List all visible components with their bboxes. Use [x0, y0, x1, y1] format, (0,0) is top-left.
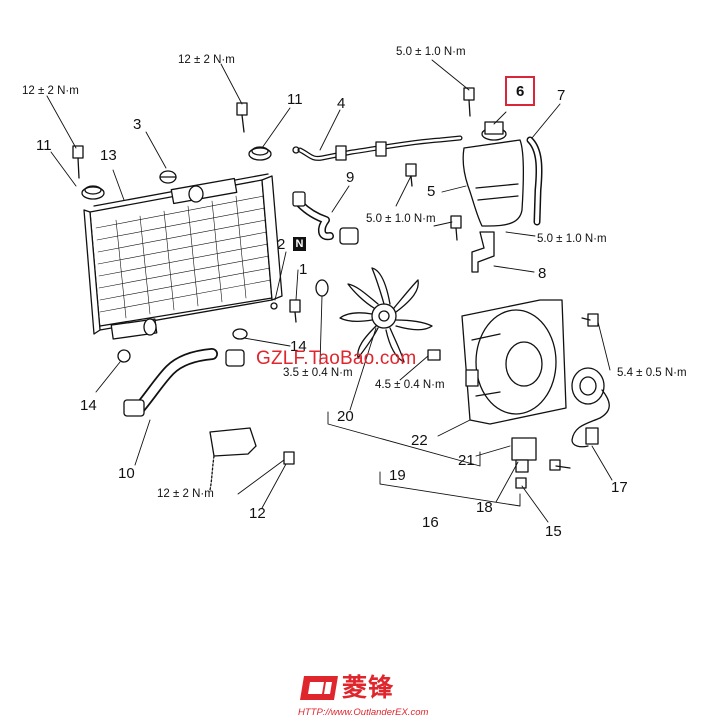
callout-11-left: 11 — [36, 137, 52, 154]
callout-17: 17 — [611, 479, 628, 496]
callout-3: 3 — [133, 116, 142, 133]
callout-12: 12 — [249, 505, 266, 522]
torque-top-left: 12 ± 2 N·m — [22, 85, 79, 97]
torque-fan-motor: 4.5 ± 0.4 N·m — [375, 379, 445, 391]
watermark-text: GZLF.TaoBao.com — [256, 348, 417, 369]
callout-13: 13 — [100, 147, 117, 164]
n-marker: N — [293, 237, 306, 251]
callout-15: 15 — [545, 523, 562, 540]
callout-11-top: 11 — [287, 91, 303, 108]
callout-9: 9 — [346, 169, 355, 186]
callout-5: 5 — [427, 183, 436, 200]
callout-16: 16 — [422, 514, 439, 531]
callout-2: 2 — [277, 236, 286, 253]
torque-tank-right: 5.0 ± 1.0 N·m — [537, 233, 607, 245]
logo-text: 菱锋 — [342, 673, 395, 702]
radiator — [83, 173, 283, 340]
callout-14-left: 14 — [80, 397, 97, 414]
callout-7: 7 — [557, 87, 566, 104]
radiator-cap-left — [81, 186, 105, 200]
fan — [339, 267, 433, 363]
callout-20: 20 — [337, 408, 354, 425]
torque-tank-top: 5.0 ± 1.0 N·m — [396, 46, 466, 58]
callout-22: 22 — [411, 432, 428, 449]
callout-21: 21 — [458, 452, 475, 469]
callout-18: 18 — [476, 499, 493, 516]
bolt-left — [72, 145, 84, 179]
reservoir-tank — [462, 121, 524, 227]
torque-top-mid: 12 ± 2 N·m — [178, 54, 235, 66]
callout-4: 4 — [337, 95, 346, 112]
callout-10: 10 — [118, 465, 135, 482]
callout-1: 1 — [299, 261, 308, 278]
torque-fan-bolt: 3.5 ± 0.4 N·m — [283, 367, 353, 379]
logo-url: HTTP://www.OutlanderEX.com — [298, 707, 429, 718]
torque-bottom: 12 ± 2 N·m — [157, 488, 214, 500]
callout-19: 19 — [389, 467, 406, 484]
fan-shroud — [461, 299, 567, 425]
callout-14-mid: 14 — [290, 338, 307, 355]
callout-8: 8 — [538, 265, 547, 282]
radiator-cap-top — [248, 147, 272, 161]
torque-shroud: 5.4 ± 0.5 N·m — [617, 367, 687, 379]
torque-tank-left: 5.0 ± 1.0 N·m — [366, 213, 436, 225]
bolt-top — [236, 102, 248, 133]
logo-mark — [300, 676, 338, 700]
callout-6-highlighted: 6 — [505, 76, 536, 106]
